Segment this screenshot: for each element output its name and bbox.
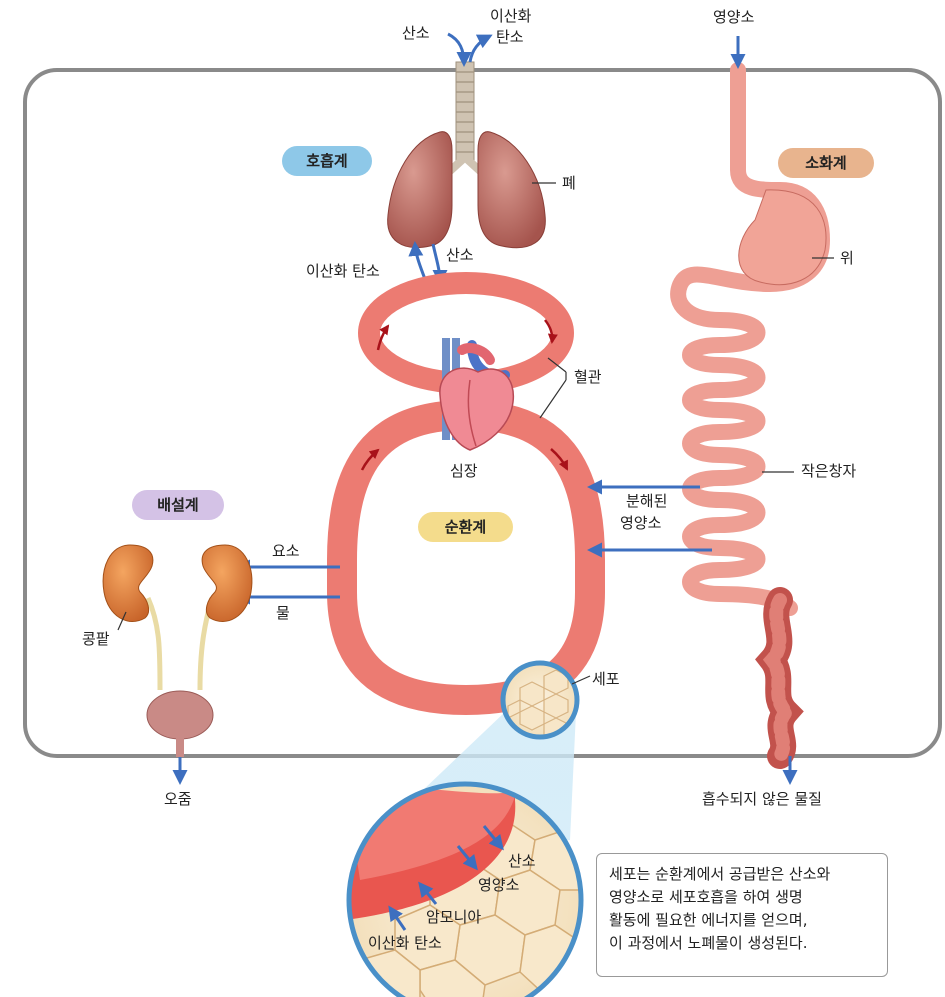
respiratory-system-pill: 호흡계 <box>282 146 372 176</box>
note-line: 이 과정에서 노폐물이 생성된다. <box>609 932 875 955</box>
heart-label: 심장 <box>450 462 478 481</box>
right-lung <box>478 132 545 248</box>
zoom-co2-label: 이산화 탄소 <box>368 934 442 953</box>
water-label: 물 <box>276 604 290 623</box>
nutrients-in-label: 영양소 <box>713 8 754 27</box>
systemic-loop <box>342 415 590 700</box>
note-line: 활동에 필요한 에너지를 얻으며, <box>609 909 875 932</box>
airway-oxygen-arrow <box>448 34 464 64</box>
digested-nutrients-label-line1: 분해된 <box>626 492 667 511</box>
undigested-label: 흡수되지 않은 물질 <box>702 790 822 809</box>
note-line: 영양소로 세포호흡을 하여 생명 <box>609 886 875 909</box>
zoom-nutrients-label: 영양소 <box>478 876 519 895</box>
urine-label: 오줌 <box>164 790 192 809</box>
stomach-label: 위 <box>840 249 854 268</box>
airway-co2-arrow <box>470 36 490 62</box>
kidneys <box>103 545 252 757</box>
urea-label: 요소 <box>272 542 300 561</box>
zoom-ammonia-label: 암모니아 <box>426 908 481 927</box>
lung-o2-label: 산소 <box>446 246 474 265</box>
circulatory-system-pill: 순환계 <box>418 512 513 542</box>
explanation-note: 세포는 순환계에서 공급받은 산소와 영양소로 세포호흡을 하여 생명 활동에 … <box>596 853 888 977</box>
lung-co2-label: 이산화 탄소 <box>306 262 380 281</box>
zoom-oxygen-label: 산소 <box>508 852 536 871</box>
co2-out-label-line2: 탄소 <box>496 28 524 47</box>
digestive-system-pill: 소화계 <box>778 148 874 178</box>
excretory-system-pill: 배설계 <box>132 490 224 520</box>
small-intestine-label: 작은창자 <box>801 462 856 481</box>
blood-vessel-label: 혈관 <box>574 368 602 387</box>
co2-out-label-line1: 이산화 <box>490 7 531 26</box>
kidney-label: 콩팥 <box>82 630 110 649</box>
left-lung <box>388 132 452 248</box>
lung-label: 폐 <box>562 174 576 193</box>
digested-nutrients-label-line2: 영양소 <box>620 514 661 533</box>
cell-label: 세포 <box>592 670 620 689</box>
note-line: 세포는 순환계에서 공급받은 산소와 <box>609 863 875 886</box>
oxygen-in-label: 산소 <box>402 24 430 43</box>
